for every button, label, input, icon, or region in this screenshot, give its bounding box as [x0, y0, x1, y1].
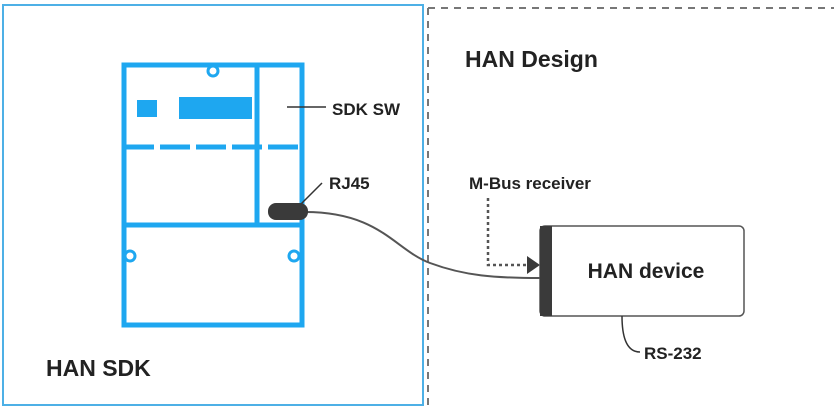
han-device-box [539, 225, 745, 317]
rj45-label: RJ45 [329, 174, 370, 193]
sdk-sw-label: SDK SW [332, 100, 401, 119]
han-sdk-region [2, 4, 424, 406]
mbus-arrowhead [527, 256, 540, 274]
han-sdk-title: HAN SDK [46, 355, 151, 381]
han-design-title: HAN Design [465, 46, 598, 72]
meter-icon [121, 62, 305, 328]
rj45-leader [299, 182, 323, 206]
mbus-dotted-arrow [486, 198, 528, 267]
rs232-label: RS-232 [644, 344, 702, 363]
mbus-receiver-label: M-Bus receiver [469, 174, 591, 193]
rs232-leader [621, 315, 641, 353]
rj45-connector [268, 203, 308, 220]
han-device-label: HAN device [588, 260, 705, 283]
cable-line [304, 211, 541, 279]
